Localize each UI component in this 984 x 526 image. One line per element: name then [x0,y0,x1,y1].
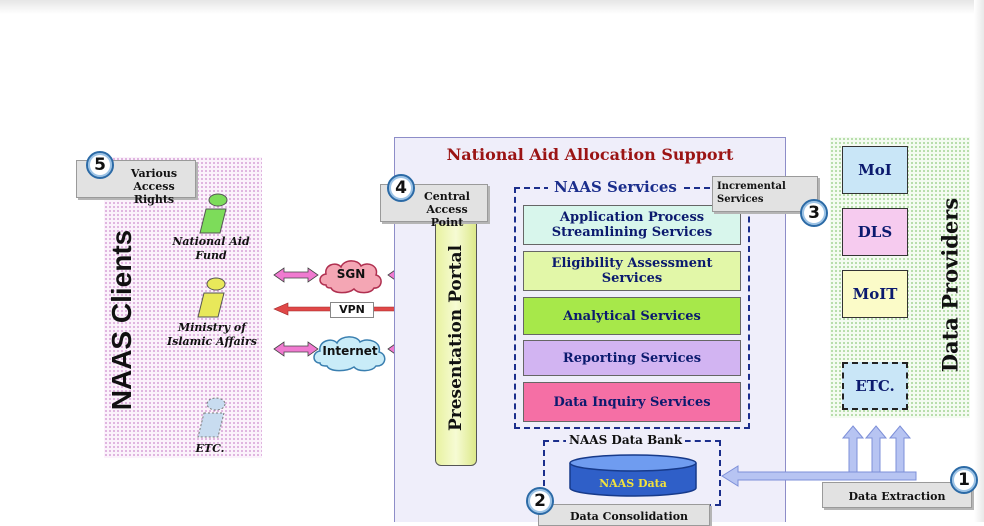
cloud-sgn [319,260,382,294]
data-bank-heading: NAAS Data Bank [566,433,686,447]
callout-central-access-point: Central Access Point [380,184,488,229]
clients-heading: NAAS Clients [106,229,137,411]
client-etc: ETC. [195,442,225,455]
callout-number-2: 2 [526,487,554,515]
service-data-inquiry: Data Inquiry Services [523,382,741,422]
provider-etc: ETC. [842,362,908,410]
providers-heading: Data Providers [937,197,963,373]
service-application-process: Application Process Streamlining Service… [523,205,741,245]
database-icon [569,454,697,497]
service-analytical: Analytical Services [523,297,741,335]
clients-panel [104,157,262,458]
callout-number-3: 3 [800,199,828,227]
callout-number-5: 5 [86,151,114,179]
callout-incremental-services: Incremental Services [712,176,818,212]
provider-moit: MoIT [842,270,908,318]
naas-panel-title: National Aid Allocation Support [446,145,734,164]
client-ministry-islamic-affairs: Ministry of Islamic Affairs [167,321,257,348]
person-icon-ministry-islamic-affairs [197,277,226,318]
right-shadow [974,0,984,522]
person-icon-national-aid-fund [199,193,228,234]
cloud-internet [313,336,386,372]
callout-data-extraction: Data Extraction [822,482,972,508]
provider-dls: DLS [842,208,908,256]
extraction-arrows [721,425,917,487]
vpn-label: VPN [330,302,374,318]
callout-number-1: 1 [950,466,978,494]
presentation-portal-label: Presentation Portal [446,244,466,432]
client-national-aid-fund: National Aid Fund [172,235,250,262]
service-reporting: Reporting Services [523,340,741,376]
person-icon-etc [197,397,226,438]
service-eligibility-assessment: Eligibility Assessment Services [523,251,741,291]
cloud-sgn-label: SGN [336,267,366,281]
cloud-internet-label: Internet [322,344,378,358]
database-label: NAAS Data [599,477,667,490]
presentation-portal: Presentation Portal [435,210,477,466]
top-shadow [0,0,984,14]
provider-moi: MoI [842,146,908,194]
naas-services-heading: NAAS Services [548,178,683,196]
callout-data-consolidation: Data Consolidation [538,504,710,526]
callout-number-4: 4 [387,174,415,202]
